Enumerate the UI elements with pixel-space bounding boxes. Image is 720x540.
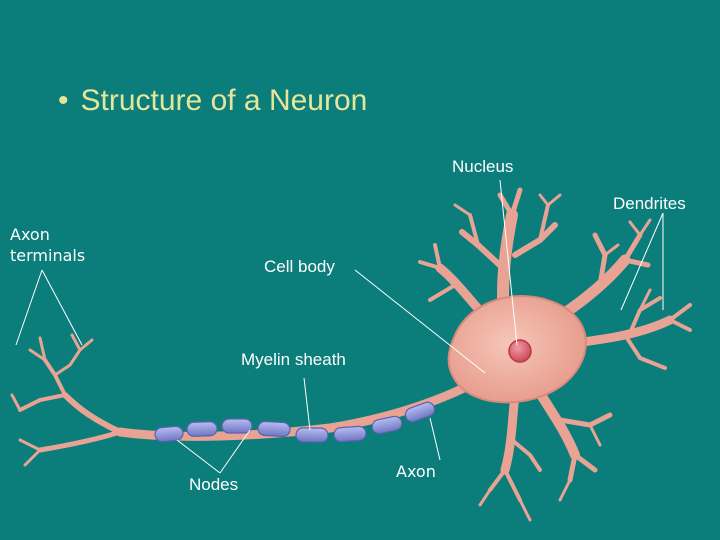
leader-lines <box>15 179 664 474</box>
slide-title: • Structure of a Neuron <box>58 84 367 118</box>
label-axon-terminals: Axon terminals <box>10 224 85 266</box>
label-dendrites: Dendrites <box>613 194 686 213</box>
label-axon-terminals-line2: terminals <box>10 246 86 265</box>
myelin-sheath-segments <box>154 401 436 443</box>
label-axon-terminals-line1: Axon <box>10 225 50 244</box>
nucleus-shape <box>508 339 532 363</box>
label-nodes: Nodes <box>189 475 239 494</box>
title-text: Structure of a Neuron <box>80 84 368 117</box>
title-bullet: • <box>58 84 69 117</box>
label-axon: Axon <box>396 462 436 481</box>
label-myelin-sheath: Myelin sheath <box>241 350 346 369</box>
label-nucleus: Nucleus <box>452 157 514 176</box>
label-cell-body: Cell body <box>264 257 335 276</box>
